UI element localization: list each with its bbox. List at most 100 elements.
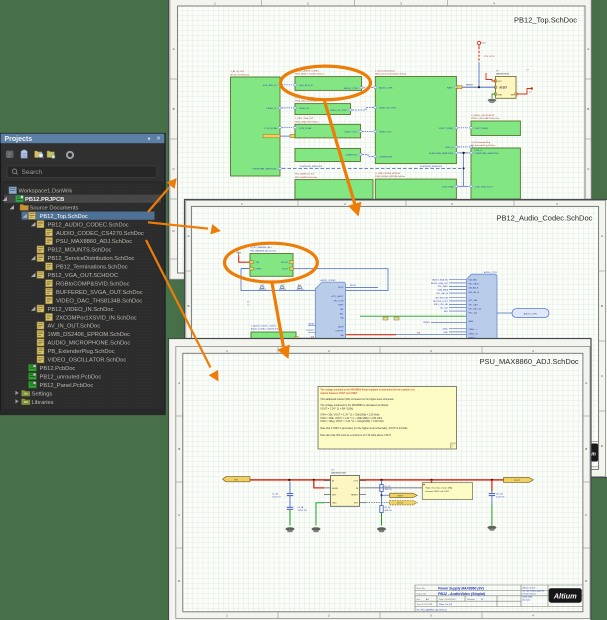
svg-text:Power Supply MAX8860 (3V): Power Supply MAX8860 (3V) [438, 586, 485, 590]
svg-text:RESET: RESET [423, 322, 430, 324]
svg-text:VIA: VIA [340, 317, 344, 320]
svg-text:GND: GND [332, 503, 337, 505]
svg-text:A: A [587, 47, 589, 51]
svg-text:4: 4 [493, 1, 495, 5]
svg-text:4: 4 [532, 614, 534, 618]
svg-text:2XCOMPor1XSVID_IN.SchDoc: 2XCOMPor1XSVID_IN.SchDoc [56, 315, 137, 321]
svg-text:VIDEO_ID: VIDEO_ID [299, 108, 310, 110]
svg-text:Libraries: Libraries [32, 400, 54, 406]
svg-text:3: 3 [430, 614, 432, 618]
svg-text:U_PSU_MAX8860_ADJ: U_PSU_MAX8860_ADJ [250, 246, 271, 249]
svg-text:A: A [173, 47, 175, 51]
svg-text:ACT: ACT [281, 284, 286, 287]
svg-text:AUDIO_CTRL: AUDIO_CTRL [524, 312, 539, 315]
svg-text:m: m [591, 452, 596, 458]
svg-text:The voltage provided to the MA: The voltage provided to the MAX8860 line… [320, 389, 415, 392]
svg-text:2: 2 [307, 1, 309, 5]
svg-text:PSU_MAX8860_ADJ.SchDoc: PSU_MAX8860_ADJ.SchDoc [56, 239, 132, 245]
svg-text:1_ServiceDistribution: 1_ServiceDistribution [375, 69, 395, 72]
svg-text:SPL_DxLR: SPL_DxLR [334, 300, 344, 302]
svg-text:A: A [187, 234, 189, 238]
svg-text:SPL_SAK: SPL_SAK [469, 299, 479, 302]
svg-text:GND: GND [498, 95, 503, 97]
svg-text:D: D [178, 579, 181, 583]
svg-text:Search: Search [22, 169, 43, 176]
svg-text:B: B [187, 304, 189, 308]
svg-text:RL_10: RL_10 [385, 507, 391, 509]
svg-text:PB12_ServiceDistribution.SchDo: PB12_ServiceDistribution.SchDoc [375, 73, 406, 76]
svg-text:SHDN: SHDN [332, 488, 338, 490]
svg-text:Note also that VIN must be a m: Note also that VIN must be a minimum of … [320, 434, 391, 437]
svg-text:VIDEO_IN_CTRL: VIDEO_IN_CTRL [379, 108, 397, 110]
svg-text:PLATFORM_SERVICES: PLATFORM_SERVICES [253, 168, 278, 171]
svg-text:PB12_AUDIO_CODEC.SchDoc: PB12_AUDIO_CODEC.SchDoc [295, 73, 324, 76]
svg-text:between VSET and VOUT.: between VSET and VOUT. [426, 490, 451, 493]
svg-text:2: 2 [328, 614, 330, 618]
svg-text:PB12_Top.SchDoc: PB12_Top.SchDoc [40, 214, 88, 220]
svg-text:PB_ExtenderPlug.SchDoc: PB_ExtenderPlug.SchDoc [48, 349, 115, 355]
svg-text:SET: SET [332, 495, 337, 497]
svg-text:Altium: Altium [553, 592, 577, 601]
svg-text:AUDIO_CODEC_CS4270.SchDoc: AUDIO_CODEC_CS4270.SchDoc [56, 231, 144, 237]
svg-text:AT_IN_OUT.SchDoc: AT_IN_OUT.SchDoc [231, 73, 250, 76]
svg-text:PB12_MOUNTS.SchDoc: PB12_MOUNTS.SchDoc [48, 248, 112, 254]
svg-text:VOUT: VOUT [282, 269, 289, 271]
svg-text:C: C [178, 513, 181, 517]
svg-text:BIDIR: BIDIR [309, 323, 315, 325]
svg-text:Project Title: Project Title [417, 592, 426, 595]
svg-text:Time: 2:21:21 PM: Time: 2:21:21 PM [417, 604, 433, 606]
svg-text:SET: SET [354, 503, 359, 505]
svg-text:D: D [601, 444, 604, 448]
svg-text:BUTTER_DOUT: BUTTER_DOUT [433, 301, 449, 303]
svg-text:BIDIR: BIDIR [338, 326, 344, 328]
svg-text:▾: ▾ [148, 137, 151, 143]
svg-text:U_VIDEO_OSCILLATOR: U_VIDEO_OSCILLATOR [471, 114, 495, 117]
svg-text:Date: 21-010-0025: Date: 21-010-0025 [439, 598, 457, 601]
svg-text:4: 4 [532, 349, 534, 353]
svg-text:82C,1%: 82C,1% [259, 289, 266, 291]
svg-text:4: 4 [556, 202, 558, 206]
svg-text:D: D [585, 579, 588, 583]
svg-text:SPL_SAL_LM: SPL_SAL_LM [469, 307, 482, 310]
svg-text:VOUT = 1.24 * (1 + RA / 100k): VOUT = 1.24 * (1 + RA / 100k) [320, 407, 353, 410]
svg-text:AUDIO_CTRL: AUDIO_CTRL [484, 271, 498, 274]
svg-text:USB_1x: USB_1x [445, 147, 454, 149]
svg-text:100k 1%: 100k 1% [385, 489, 393, 491]
svg-text:U_PB_ExtenderPlug: U_PB_ExtenderPlug [471, 141, 491, 144]
svg-text:VIA_SAK: VIA_SAK [469, 278, 478, 281]
svg-text:C: C [173, 167, 176, 171]
svg-text:RSET: RSET [338, 305, 344, 307]
svg-text:R?: R? [247, 302, 250, 304]
svg-text:VSATL_M: VSATL_M [469, 332, 478, 335]
svg-text:COR_SYSA: COR_SYSA [265, 127, 277, 130]
svg-text:VSET: VSET [397, 495, 403, 497]
svg-text:resistor between VOUT and VSET: resistor between VOUT and VSET. [320, 392, 358, 395]
svg-text:VBL_SALLT: VBL_SALLT [469, 283, 481, 286]
svg-text:C?: C? [526, 70, 529, 72]
svg-text:VIDEO_OSCILLATOR.SchDoc: VIDEO_OSCILLATOR.SchDoc [48, 358, 127, 364]
svg-text:AIX: AIX [340, 308, 344, 311]
svg-text:USB+: USB+ [443, 328, 449, 330]
svg-text:COR_SYSA: COR_SYSA [299, 127, 311, 130]
svg-text:Size: Size [417, 599, 421, 601]
svg-text:3: 3 [451, 202, 453, 206]
svg-text:PB12_VGA_OUT.SCHDOC: PB12_VGA_OUT.SCHDOC [48, 273, 119, 279]
svg-text:VIN: VIN [234, 479, 238, 481]
svg-text:VIA: VIA [311, 335, 315, 338]
svg-text:SDL_SAL_M: SDL_SAL_M [436, 292, 448, 295]
svg-text:ALT: ALT [298, 284, 302, 287]
svg-text:Workspace1.DsnWrk: Workspace1.DsnWrk [19, 189, 73, 195]
svg-text:COR_TIGA: COR_TIGA [442, 185, 454, 188]
svg-text:VIDIXT_FREQ: VIDIXT_FREQ [439, 128, 454, 130]
svg-text:VOUT: VOUT [397, 503, 404, 505]
svg-text:MR: MR [511, 95, 515, 97]
svg-text:RESET: RESET [500, 88, 508, 90]
svg-text:Note that if VSET is grounded,: Note that if VSET is grounded, (on the h… [320, 427, 408, 430]
svg-text:Sheet Title: Sheet Title [417, 587, 426, 590]
svg-text:VIA_LAL_M: VIA_LAL_M [469, 291, 480, 294]
svg-text:B: B [585, 447, 587, 451]
svg-text:PLATFORM_SERVICES: PLATFORM_SERVICES [300, 165, 323, 168]
svg-text:UREF: UREF [256, 269, 262, 271]
svg-text:B: B [587, 107, 589, 111]
svg-text:1_PB12_VGA_OUT: 1_PB12_VGA_OUT [295, 117, 314, 120]
